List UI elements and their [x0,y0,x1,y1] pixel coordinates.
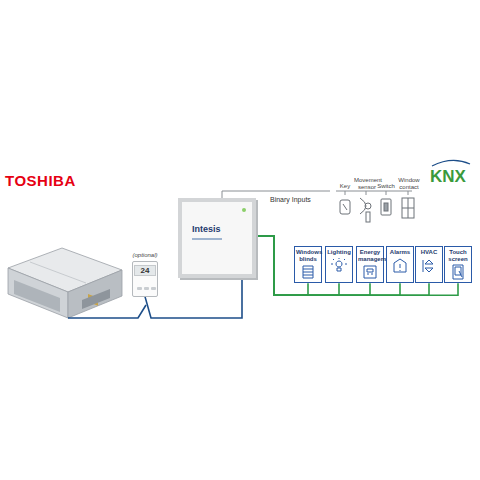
function-icon [331,258,347,274]
switch-icon [381,199,391,215]
function-icon [392,258,408,274]
connector [256,236,370,295]
function-label: Energy management [358,249,382,262]
knx-logo-wrap: KNX [430,168,466,187]
icon-stroke [331,258,347,271]
brand-logo-wrap: TOSHIBA [5,173,76,190]
input-label-wrap: Key [334,183,356,190]
function-label: Touch screen [446,249,470,262]
key-icon [340,200,350,214]
gateway-box: Intesis [178,198,256,278]
function-icon [450,264,466,280]
bus-label-wrap: Binary Inputs [270,196,311,204]
gateway-brand: Intesis [192,224,252,234]
knx-function-box: Windows blinds [294,246,322,283]
remote-body: 24 [132,261,158,297]
function-label: Lighting [327,249,351,256]
function-label: Windows blinds [296,249,320,262]
connector [256,236,458,295]
knx-arc [432,160,470,166]
knx-function-box: Touch screen [444,246,472,283]
input-label-wrap: Switch [375,183,397,190]
connector [145,278,242,318]
knx-logo: KNX [430,168,466,187]
display-value: 24 [135,266,155,276]
icon-stroke [453,265,463,279]
gateway-strip [192,238,222,240]
window-contact-icon [402,198,414,218]
function-label: Alarms [388,249,412,256]
input-label: Switch [375,183,397,190]
input-label-wrap: Window contact [396,177,422,190]
input-label: Movement sensor [354,177,380,190]
unit-cable [68,305,146,318]
remote-display: 24 [134,265,156,277]
icon-stroke [303,266,313,278]
movement-sensor-icon [360,198,371,222]
connector [256,236,400,295]
knx-function-box: HVAC [415,246,443,283]
bus-label: Binary Inputs [270,196,311,204]
icon-stroke [364,266,376,278]
icon-stroke [394,259,406,272]
brand-logo: TOSHIBA [5,173,76,190]
function-icon [300,264,316,280]
ducted-unit [8,248,122,318]
connector [256,236,429,295]
gateway-led [242,208,246,212]
binary-input-line [222,191,412,198]
knx-function-box: Lighting [325,246,353,283]
knx-function-box: Energy management [356,246,384,283]
remote-button [144,287,149,290]
function-icon [362,264,378,280]
icon-stroke [423,260,433,272]
optional-label: (optional) [124,252,166,259]
input-label: Key [334,183,356,190]
function-icon [421,258,437,274]
remote-button [137,287,142,290]
input-label-wrap: Movement sensor [354,177,380,190]
knx-function-box: Alarms [386,246,414,283]
input-label: Window contact [396,177,422,190]
remote-controller: (optional) 24 [124,252,166,297]
remote-button [151,287,156,290]
function-label: HVAC [417,249,441,256]
